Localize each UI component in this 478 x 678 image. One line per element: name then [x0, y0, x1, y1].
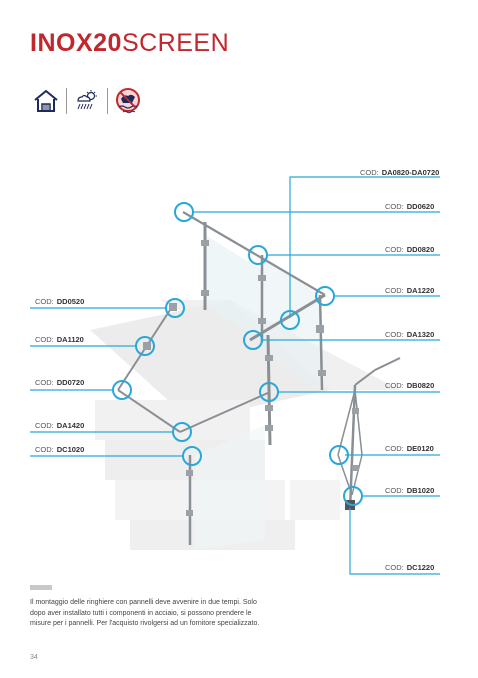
marker-da1120: [135, 336, 155, 356]
label-da1320: COD:DA1320: [385, 330, 435, 339]
marker-da0820: [280, 310, 300, 330]
label-de0120: COD:DE0120: [385, 444, 434, 453]
label-da1220: COD:DA1220: [385, 286, 435, 295]
label-da0820: COD:DA0820-DA0720: [360, 168, 440, 177]
usage-icons: [32, 86, 142, 116]
house-icon: [34, 89, 58, 112]
callout-lines: [30, 176, 440, 575]
marker-db0820: [259, 382, 279, 402]
label-da1120: COD:DA1120: [35, 335, 84, 344]
marker-da1420: [172, 422, 192, 442]
no-sea-icon: [116, 88, 140, 114]
label-dc1220: COD:DC1220: [385, 563, 435, 572]
brand-bold: INOX20: [30, 29, 122, 57]
marker-da1320: [243, 330, 263, 350]
label-dd0720: COD:DD0720: [35, 378, 85, 387]
label-da1420: COD:DA1420: [35, 421, 85, 430]
label-dd0520: COD:DD0520: [35, 297, 85, 306]
marker-dd0620: [174, 202, 194, 222]
label-dd0820: COD:DD0820: [385, 245, 435, 254]
marker-dc1020: [182, 446, 202, 466]
label-dd0620: COD:DD0620: [385, 202, 435, 211]
marker-db1020: [343, 486, 363, 506]
assembly-note: Il montaggio delle ringhiere con pannell…: [30, 599, 260, 628]
rain-sun-icon: [77, 90, 97, 110]
marker-dd0720: [112, 380, 132, 400]
marker-de0120: [329, 445, 349, 465]
marker-dd0520: [165, 298, 185, 318]
label-db0820: COD:DB0820: [385, 381, 435, 390]
brand-title: INOX20SCREEN: [30, 28, 229, 58]
brand-regular: SCREEN: [121, 29, 230, 57]
label-db1020: COD:DB1020: [385, 486, 435, 495]
page-number: 34: [30, 654, 38, 661]
callout-markers: [112, 202, 363, 506]
icon-divider: [66, 88, 67, 114]
marker-dd0820: [248, 245, 268, 265]
marker-da1220: [315, 286, 335, 306]
icon-divider: [107, 88, 108, 114]
note-marker: [30, 585, 52, 590]
label-dc1020: COD:DC1020: [35, 445, 85, 454]
